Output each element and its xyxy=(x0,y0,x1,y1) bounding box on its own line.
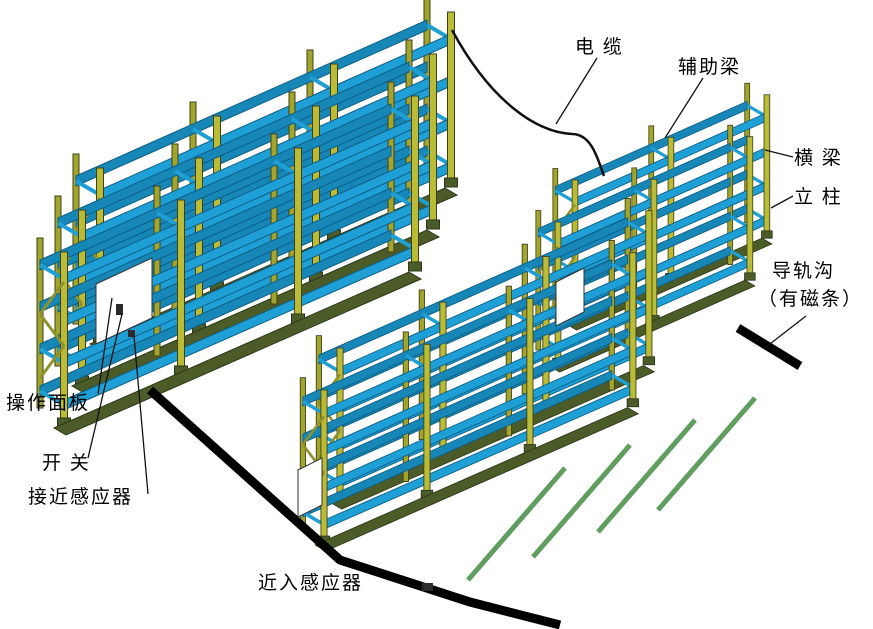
label-switch: 开 关 xyxy=(42,453,91,474)
label-rail-groove-line1: 导轨沟 xyxy=(772,261,836,282)
end-panel-shape xyxy=(297,457,323,518)
leader-lines xyxy=(87,57,807,589)
right-rack-block xyxy=(534,81,774,374)
label-auxiliary-beam: 辅助梁 xyxy=(678,57,742,78)
switch-shape xyxy=(116,304,123,315)
operation-panel-shape xyxy=(95,257,153,345)
leader-cable xyxy=(555,57,598,125)
label-cross-beam: 横 梁 xyxy=(794,148,843,169)
label-upright-column: 立 柱 xyxy=(794,187,843,208)
label-approach-sensor: 近入感应器 xyxy=(258,573,364,594)
floor-rails xyxy=(466,396,757,582)
rail-groove-right xyxy=(735,324,803,370)
leader-rail-groove xyxy=(765,315,807,348)
label-proximity-sensor: 接近感应器 xyxy=(28,487,134,508)
label-operation-panel: 操作面板 xyxy=(6,393,91,414)
leader-proximity-sensor xyxy=(133,335,149,495)
leader-operation-panel xyxy=(97,297,113,395)
end-panel-shape xyxy=(555,267,585,327)
festoon-cable xyxy=(450,29,606,177)
leader-switch xyxy=(87,313,123,459)
left-rack-block xyxy=(35,0,460,437)
label-rail-groove: 导轨沟 （有磁条） xyxy=(758,258,863,313)
floor-rail-green xyxy=(531,443,632,559)
leader-cross-beam xyxy=(764,149,794,158)
floor-rail-green xyxy=(656,396,757,512)
proximity-sensor-shape xyxy=(128,330,135,337)
label-cable: 电 缆 xyxy=(575,37,624,58)
approach-sensor-shape xyxy=(422,583,433,591)
label-rail-groove-line2: （有磁条） xyxy=(758,288,864,310)
leader-auxiliary-beam xyxy=(664,77,704,139)
floor-rail-green xyxy=(466,466,567,582)
floor-rail-green xyxy=(596,418,697,534)
floor-rail-main xyxy=(146,386,562,629)
leader-upright xyxy=(770,195,794,209)
leader-approach-sensor xyxy=(395,581,425,589)
